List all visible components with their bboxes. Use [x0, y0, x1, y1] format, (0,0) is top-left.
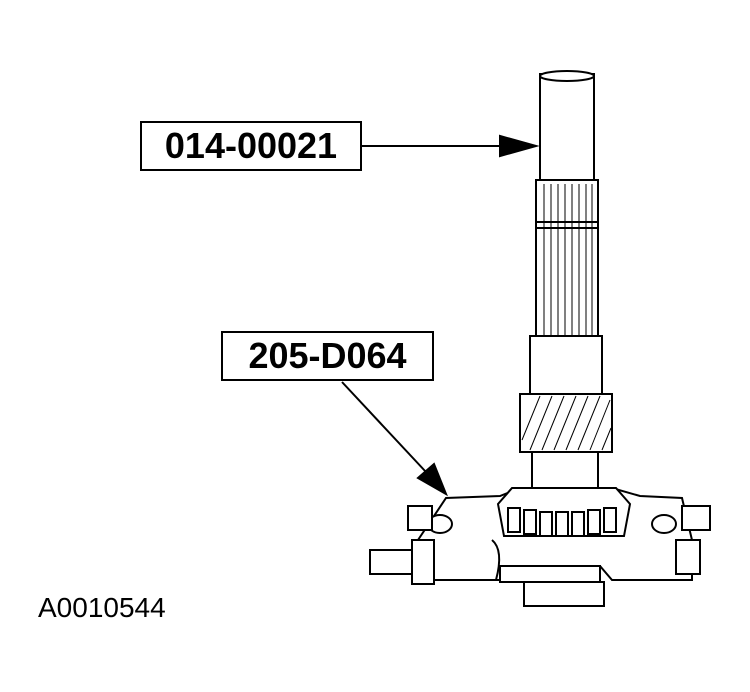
callout-tool-205-d064: 205-D064 [221, 331, 434, 381]
callout-tool-014-00021: 014-00021 [140, 121, 362, 171]
shaft-bottom [523, 581, 605, 607]
shaft-top [539, 73, 595, 181]
gear-teeth [521, 395, 612, 451]
leader-line-2 [341, 381, 427, 473]
shaft-collar [529, 335, 603, 395]
nut-right [675, 539, 701, 575]
callout-label: 205-D064 [248, 335, 407, 376]
cross-bar [499, 565, 601, 583]
bolt-right-top [681, 505, 711, 531]
figure-id: A0010544 [38, 592, 166, 623]
shaft-splines [535, 179, 599, 339]
bolt-left-shank [369, 549, 415, 575]
nut-left [411, 539, 435, 585]
shaft-top-end [539, 70, 595, 82]
arrowhead-2 [416, 462, 448, 497]
arrowhead-1 [499, 134, 540, 158]
callout-label: 014-00021 [164, 125, 338, 166]
bolt-left-top [407, 505, 433, 531]
helical-gear [519, 393, 613, 453]
spline-lines [543, 184, 593, 336]
bearing-rollers [507, 507, 617, 537]
